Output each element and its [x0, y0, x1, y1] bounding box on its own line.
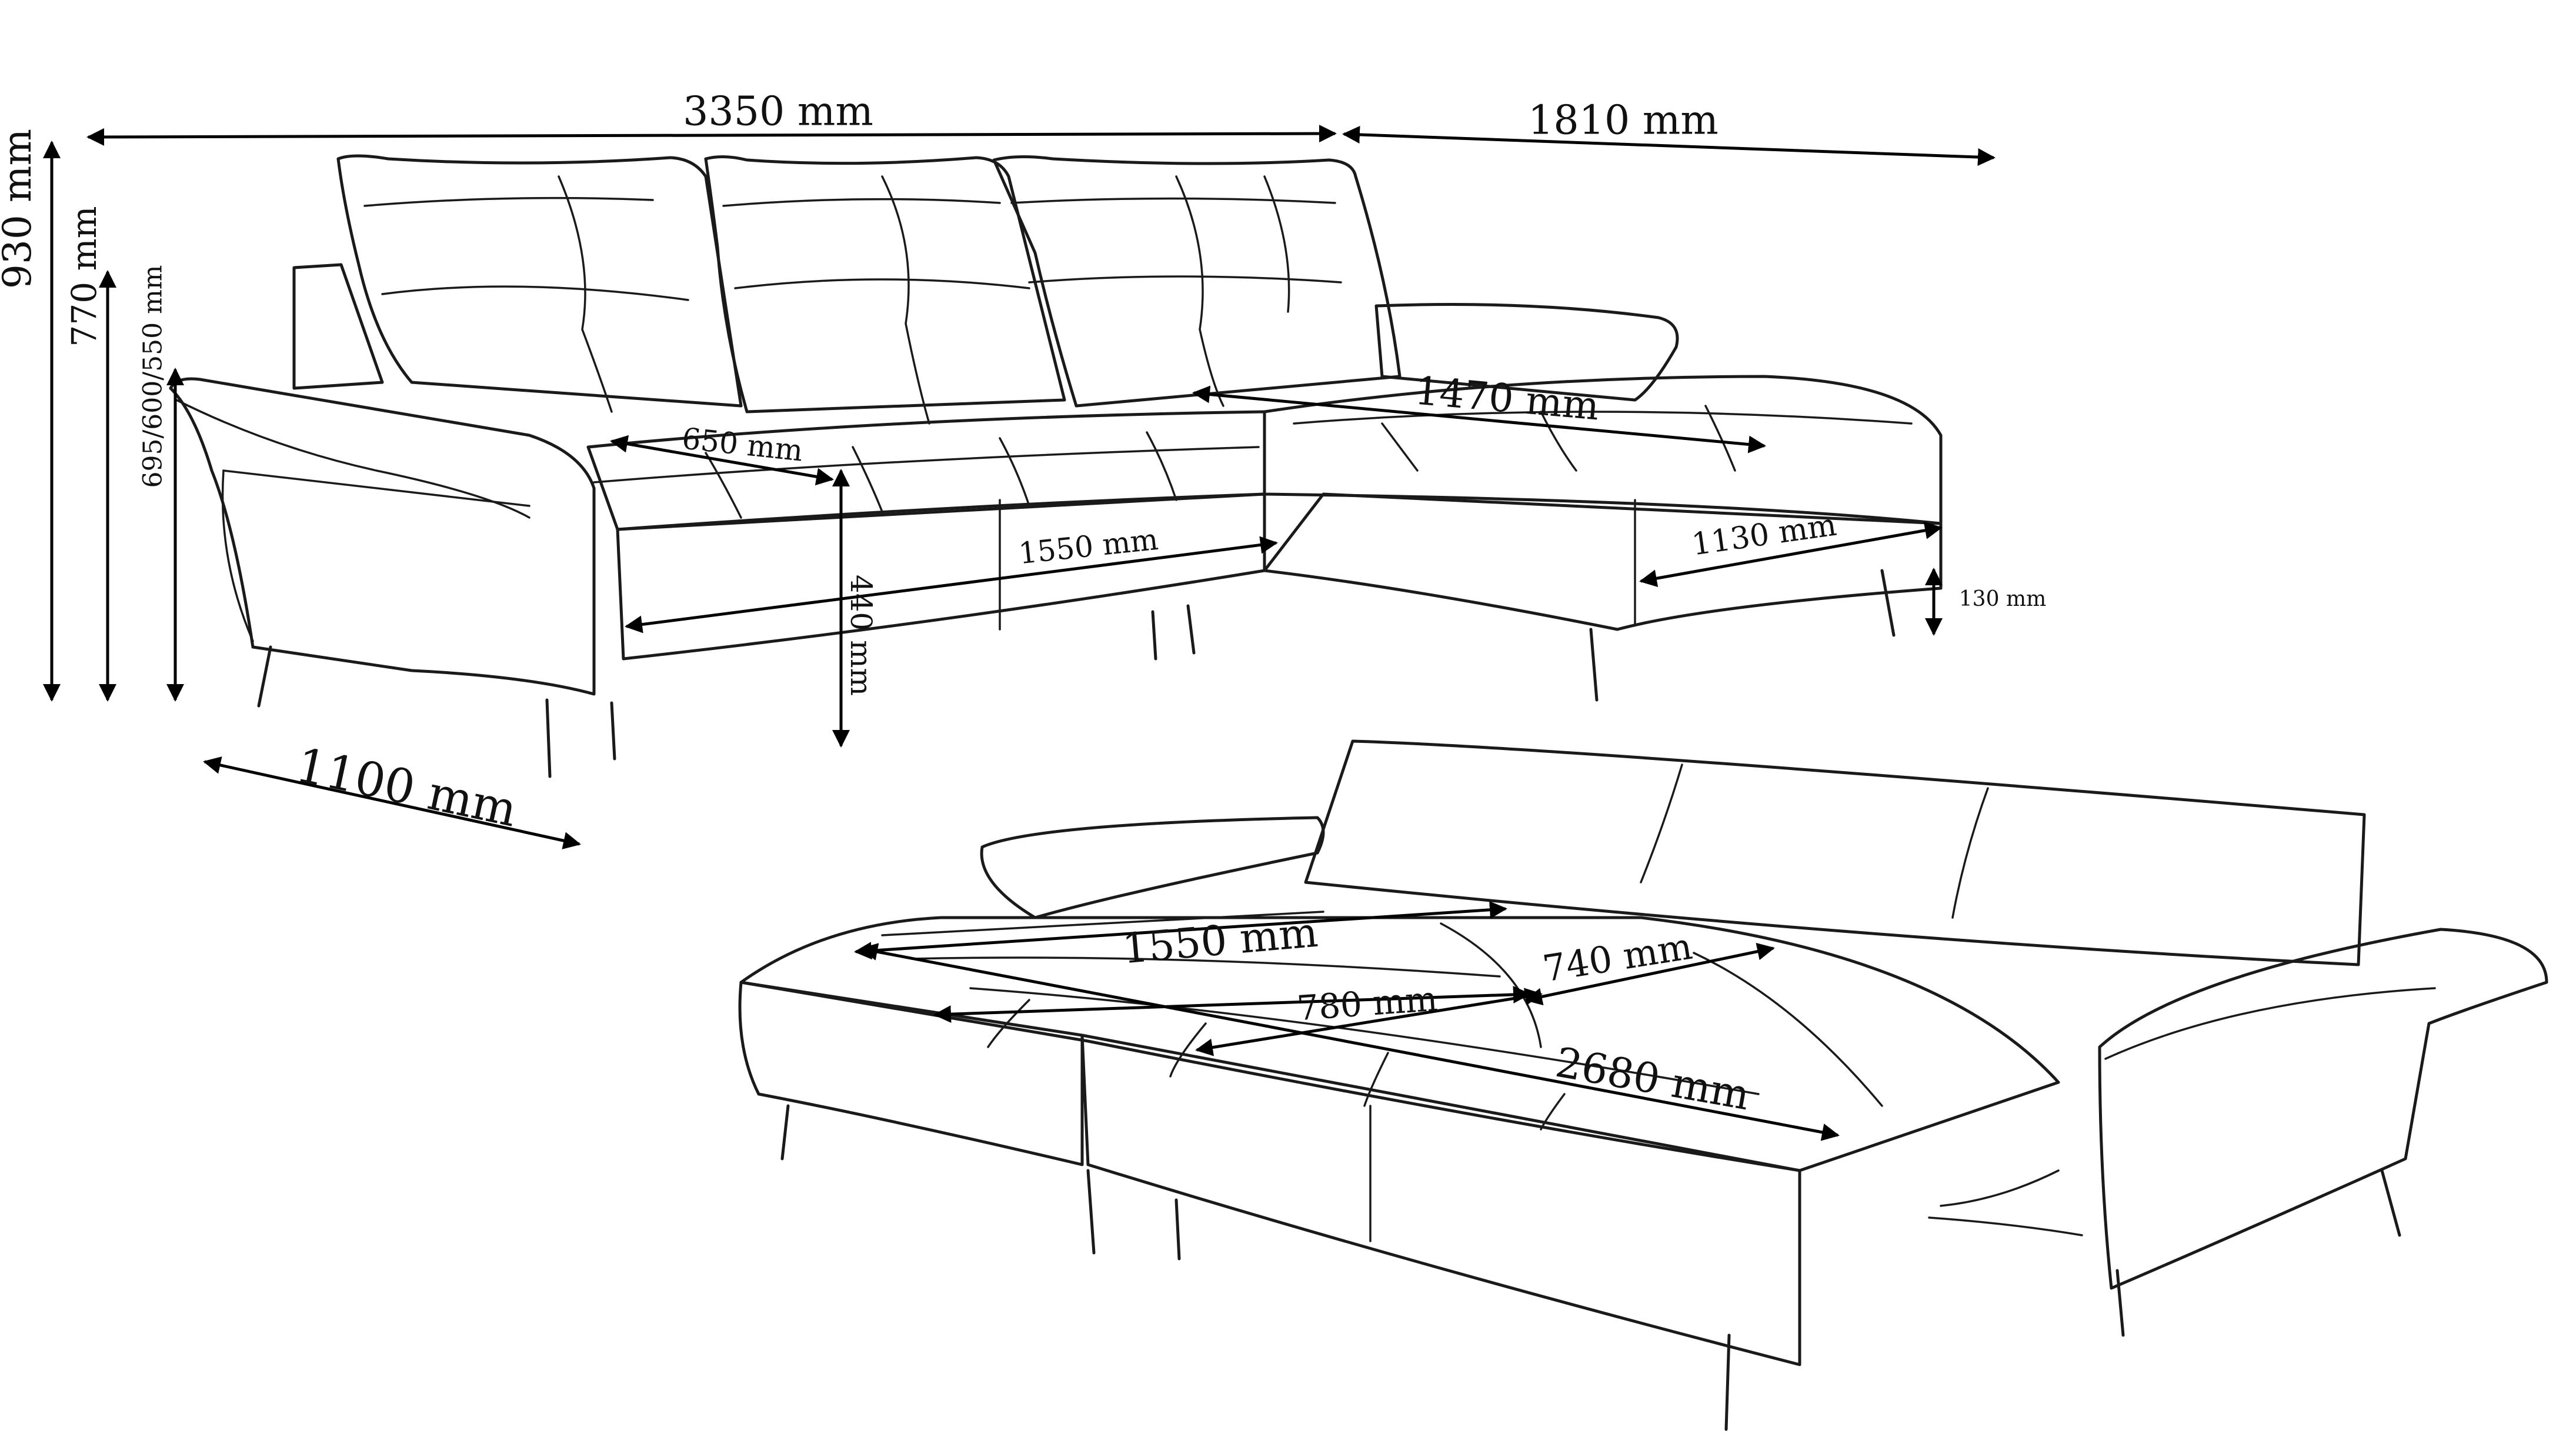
label-1100: 1100 mm — [291, 738, 522, 838]
label-1550-upper: 1550 mm — [1017, 522, 1160, 571]
arrow-1810 — [1342, 125, 1996, 166]
label-930: 930 mm — [0, 129, 40, 289]
label-3350: 3350 mm — [683, 89, 873, 135]
arrow-650 — [610, 435, 834, 486]
label-2680: 2680 mm — [1552, 1038, 1753, 1120]
dimension-labels: 3350 mm 1810 mm 930 mm 770 mm 695/600/55… — [0, 89, 2046, 1120]
arrow-1470 — [1192, 385, 1766, 454]
label-130: 130 mm — [1959, 587, 2046, 611]
arrow-3350 — [86, 125, 1337, 146]
label-770: 770 mm — [64, 206, 104, 346]
arrow-1100 — [203, 756, 581, 849]
label-780: 780 mm — [1296, 979, 1439, 1029]
label-650: 650 mm — [680, 421, 805, 468]
label-440: 440 mm — [844, 575, 878, 696]
label-695: 695/600/550 mm — [138, 265, 168, 488]
label-1470: 1470 mm — [1413, 368, 1601, 429]
dimension-arrows — [43, 125, 1996, 1141]
arrow-1550-upper — [625, 536, 1278, 634]
corner-sofa-drawing — [169, 154, 1943, 778]
arrow-1130 — [1639, 521, 1943, 588]
label-1810: 1810 mm — [1528, 98, 1719, 144]
arrow-2680b — [1195, 988, 1543, 1056]
